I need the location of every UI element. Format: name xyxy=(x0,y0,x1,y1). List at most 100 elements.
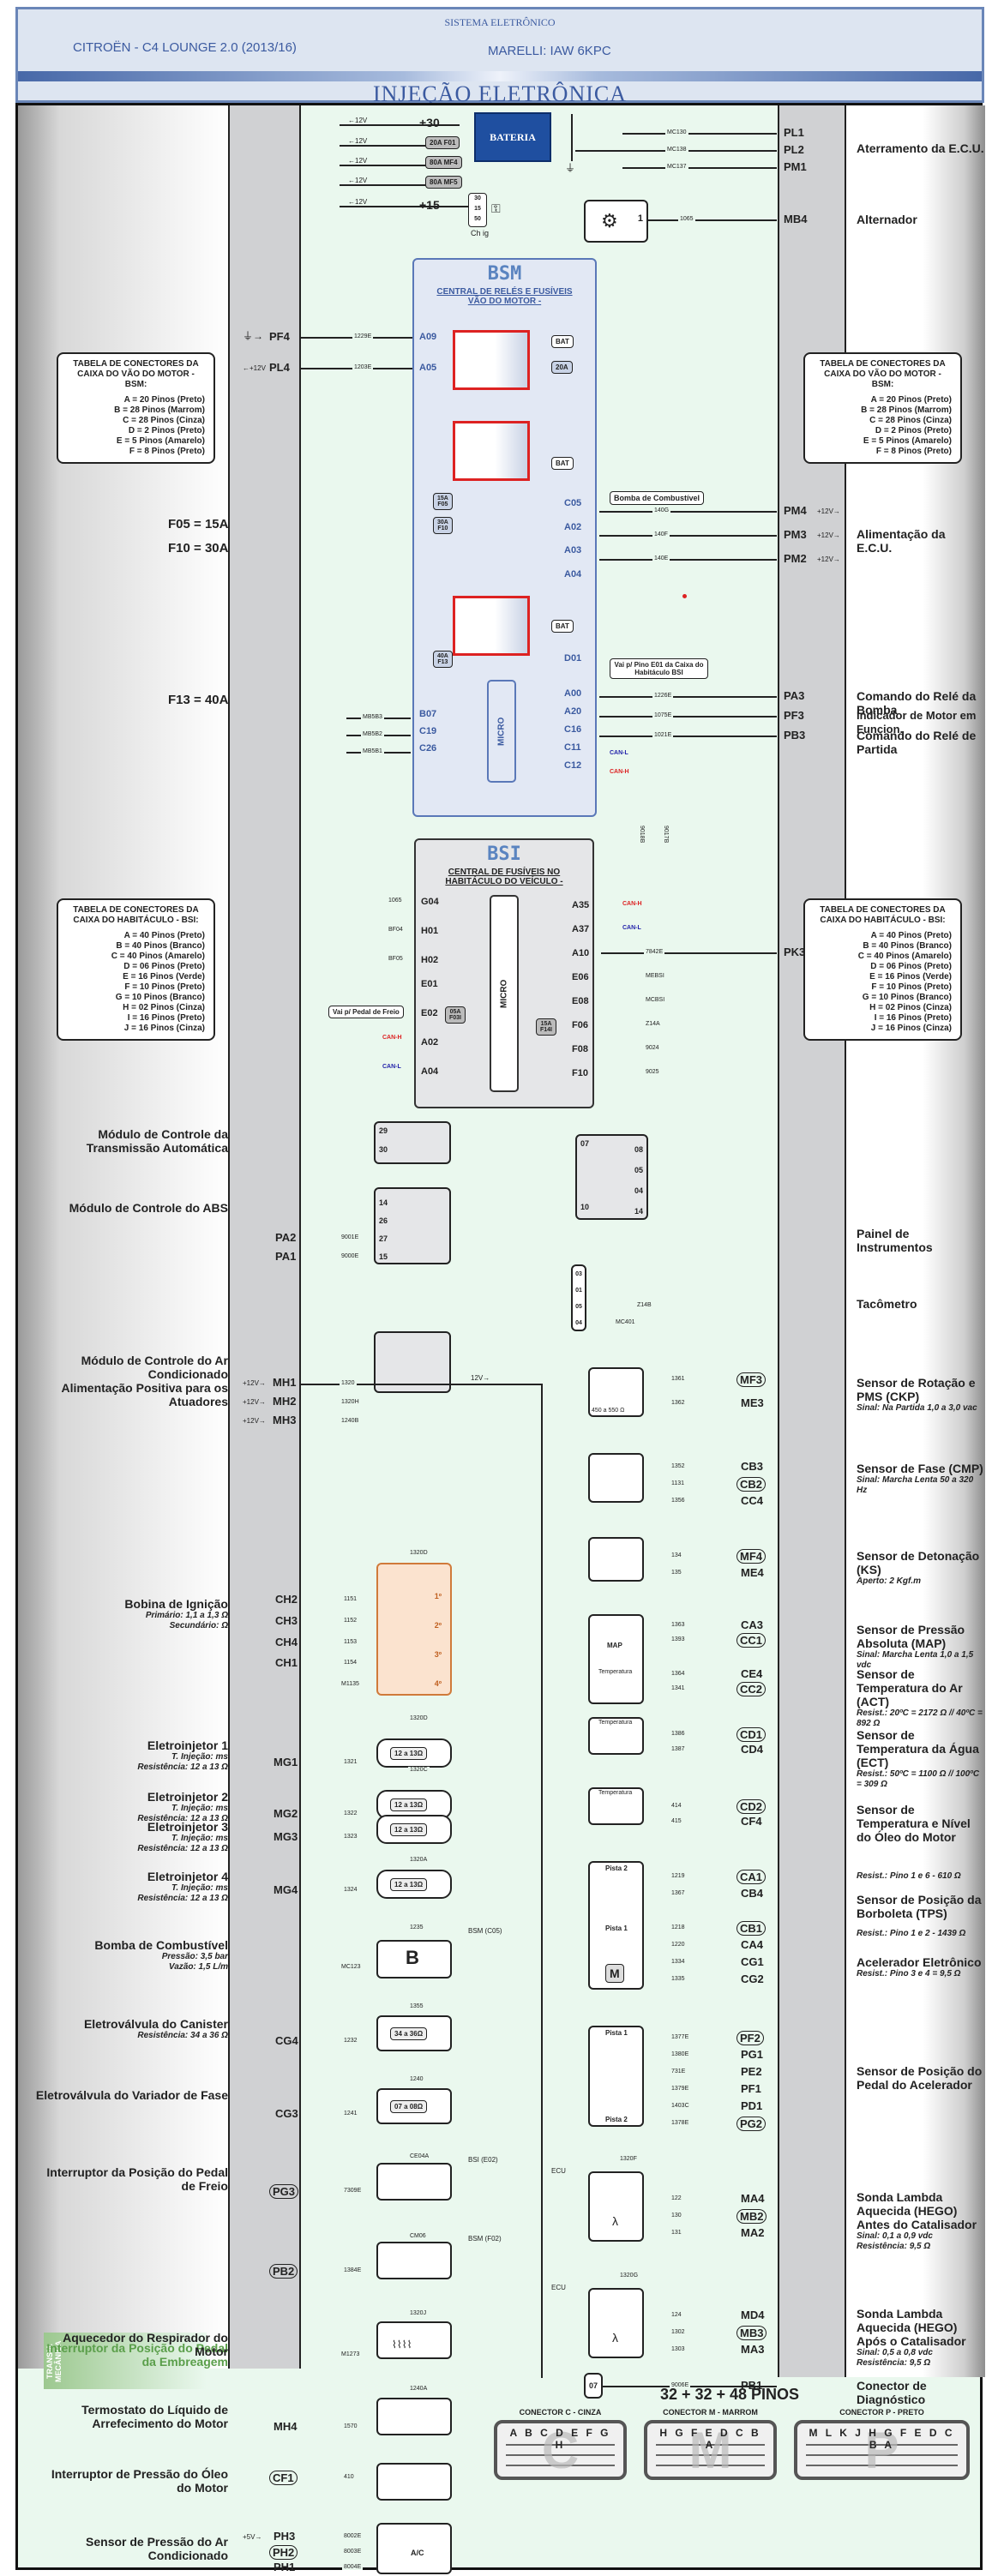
pin-ch4[interactable]: CH4 xyxy=(275,1636,298,1648)
ac-symbol: A/C xyxy=(411,2549,424,2557)
bsi-connector-table-right: TABELA DE CONECTORES DA CAIXA DO HABITÁC… xyxy=(803,898,962,1041)
pin-ph1[interactable]: PH1 xyxy=(274,2561,296,2573)
pin-pl1[interactable]: PL1 xyxy=(784,126,804,139)
pin-ca3[interactable]: CA3 xyxy=(741,1618,764,1631)
pin-cd1[interactable]: CD1 xyxy=(736,1727,767,1742)
pin-md4[interactable]: MD4 xyxy=(741,2309,765,2321)
pin-ma4[interactable]: MA4 xyxy=(741,2192,765,2205)
bsm-subtitle: CENTRAL DE RELÉS E FUSÍVEIS VÃO DO MOTOR… xyxy=(436,287,573,306)
fuse-id: F13 xyxy=(437,659,448,665)
pin-pa2[interactable]: PA2 xyxy=(275,1231,297,1244)
sensor-spec: Resist.: 20ºC = 2172 Ω // 40ºC = 892 Ω xyxy=(857,1708,983,1728)
wire-label: Z14B xyxy=(635,1302,653,1308)
pin-pm3[interactable]: PM3 xyxy=(784,528,807,541)
pin-ph2[interactable]: PH2 xyxy=(269,2545,298,2560)
pin-mh1[interactable]: MH1 xyxy=(273,1376,297,1389)
pin-pa1[interactable]: PA1 xyxy=(275,1250,297,1263)
table-row: H = 02 Pinos (Cinza) xyxy=(869,1003,952,1012)
sensor-spec: Sinal: Marcha Lenta 1,0 a 1,5 vdc xyxy=(857,1650,974,1670)
pin-pb2[interactable]: PB2 xyxy=(269,2264,298,2279)
pin-cb1[interactable]: CB1 xyxy=(736,1921,767,1936)
pin-mg1[interactable]: MG1 xyxy=(274,1756,298,1768)
pin-mb4[interactable]: MB4 xyxy=(784,213,808,225)
pin-ch1[interactable]: CH1 xyxy=(275,1656,298,1669)
pin-ch2[interactable]: CH2 xyxy=(275,1593,298,1606)
pin-ph3[interactable]: PH3 xyxy=(274,2530,296,2543)
pin-ch3[interactable]: CH3 xyxy=(275,1614,298,1627)
pin-ma3[interactable]: MA3 xyxy=(741,2343,765,2356)
pin-cg4[interactable]: CG4 xyxy=(275,2034,298,2047)
pin-cg1[interactable]: CG1 xyxy=(741,1955,764,1968)
pin-mf4[interactable]: MF4 xyxy=(736,1549,766,1564)
table-row: F = 8 Pinos (Preto) xyxy=(875,447,952,456)
wire-label: M1135 xyxy=(340,1681,361,1687)
table-row: I = 16 Pinos (Preto) xyxy=(127,1013,205,1023)
pin-cg2[interactable]: CG2 xyxy=(741,1973,764,1985)
wire-label: MB5B3 xyxy=(361,714,384,720)
pin-cd4[interactable]: CD4 xyxy=(741,1743,764,1756)
pin-cg3[interactable]: CG3 xyxy=(275,2107,298,2120)
pin-mh2[interactable]: MH2 xyxy=(273,1395,297,1408)
pin-mg2[interactable]: MG2 xyxy=(274,1807,298,1820)
pin-mh4[interactable]: MH4 xyxy=(274,2420,298,2433)
connector-p: CONECTOR P - PRETO P M L K J H G F E D C… xyxy=(794,2408,970,2480)
pin-mg3[interactable]: MG3 xyxy=(274,1830,298,1843)
pin-pf1[interactable]: PF1 xyxy=(741,2082,761,2095)
pin-pl4[interactable]: PL4 xyxy=(269,361,290,374)
ground-icon: ⏚ xyxy=(565,162,576,174)
pin-me3[interactable]: ME3 xyxy=(741,1396,764,1409)
pin-cf4[interactable]: CF4 xyxy=(741,1815,762,1828)
pin-pl2[interactable]: PL2 xyxy=(784,143,804,156)
knock-sensor xyxy=(588,1537,644,1582)
pin-pb1[interactable]: PB1 xyxy=(741,2379,763,2392)
pin-pm4[interactable]: PM4 xyxy=(784,504,807,517)
pin-cc4[interactable]: CC4 xyxy=(741,1494,764,1507)
wire-label: 1393 xyxy=(670,1636,687,1642)
pin-pg2[interactable]: PG2 xyxy=(736,2117,767,2131)
pin-ma2[interactable]: MA2 xyxy=(741,2226,765,2239)
pin-me4[interactable]: ME4 xyxy=(741,1566,764,1579)
pin-mg4[interactable]: MG4 xyxy=(274,1883,298,1896)
pin-cb3[interactable]: CB3 xyxy=(741,1460,764,1473)
pin-ce4[interactable]: CE4 xyxy=(741,1667,763,1680)
pin-pe2[interactable]: PE2 xyxy=(741,2065,762,2078)
pin-pf3[interactable]: PF3 xyxy=(784,709,804,722)
pin-ca1[interactable]: CA1 xyxy=(736,1870,767,1884)
pin-mf3[interactable]: MF3 xyxy=(736,1372,766,1387)
pin-pf4[interactable]: PF4 xyxy=(269,330,290,343)
oil-switch xyxy=(376,2463,452,2501)
bsi-pin-a37: A37 xyxy=(572,924,590,934)
pin-ca4[interactable]: CA4 xyxy=(741,1938,764,1951)
clutch-switch-source: BSM (F02) xyxy=(468,2235,502,2243)
pin-pd1[interactable]: PD1 xyxy=(741,2099,763,2112)
pin-pf2[interactable]: PF2 xyxy=(736,2031,764,2045)
pin-mb2[interactable]: MB2 xyxy=(736,2209,767,2224)
pin-pa3[interactable]: PA3 xyxy=(784,689,805,702)
pin-mb3[interactable]: MB3 xyxy=(736,2326,767,2340)
injector-spec: T. Injeção: ms xyxy=(171,1804,228,1813)
pin-pm1[interactable]: PM1 xyxy=(784,160,807,173)
pin-cc1[interactable]: CC1 xyxy=(736,1633,767,1648)
pin-mh3[interactable]: MH3 xyxy=(273,1414,297,1426)
ac-module xyxy=(374,1331,451,1393)
canister-valve: 34 a 36Ω xyxy=(376,2015,452,2051)
pin-pb3[interactable]: PB3 xyxy=(784,729,806,742)
temp-label: Temperatura xyxy=(598,1790,633,1796)
pin-cb2[interactable]: CB2 xyxy=(736,1477,767,1492)
pin-pk3[interactable]: PK3 xyxy=(784,946,806,958)
bsm-pin-a05: A05 xyxy=(419,363,437,373)
pin-cd2[interactable]: CD2 xyxy=(736,1799,767,1814)
wire-label: 1364 xyxy=(670,1671,687,1677)
pin-pg1[interactable]: PG1 xyxy=(741,2048,764,2061)
injector-spec: Resistência: 12 a 13 Ω xyxy=(137,1814,228,1823)
diagnostic-connector[interactable]: 07 xyxy=(584,2373,603,2399)
pin-cc2[interactable]: CC2 xyxy=(736,1682,767,1696)
wire-label: MC130 xyxy=(665,129,688,135)
pin-pm2[interactable]: PM2 xyxy=(784,552,807,565)
pin-pg3[interactable]: PG3 xyxy=(269,2184,299,2199)
pin-cb4[interactable]: CB4 xyxy=(741,1887,764,1900)
pin-cf1[interactable]: CF1 xyxy=(269,2471,298,2485)
